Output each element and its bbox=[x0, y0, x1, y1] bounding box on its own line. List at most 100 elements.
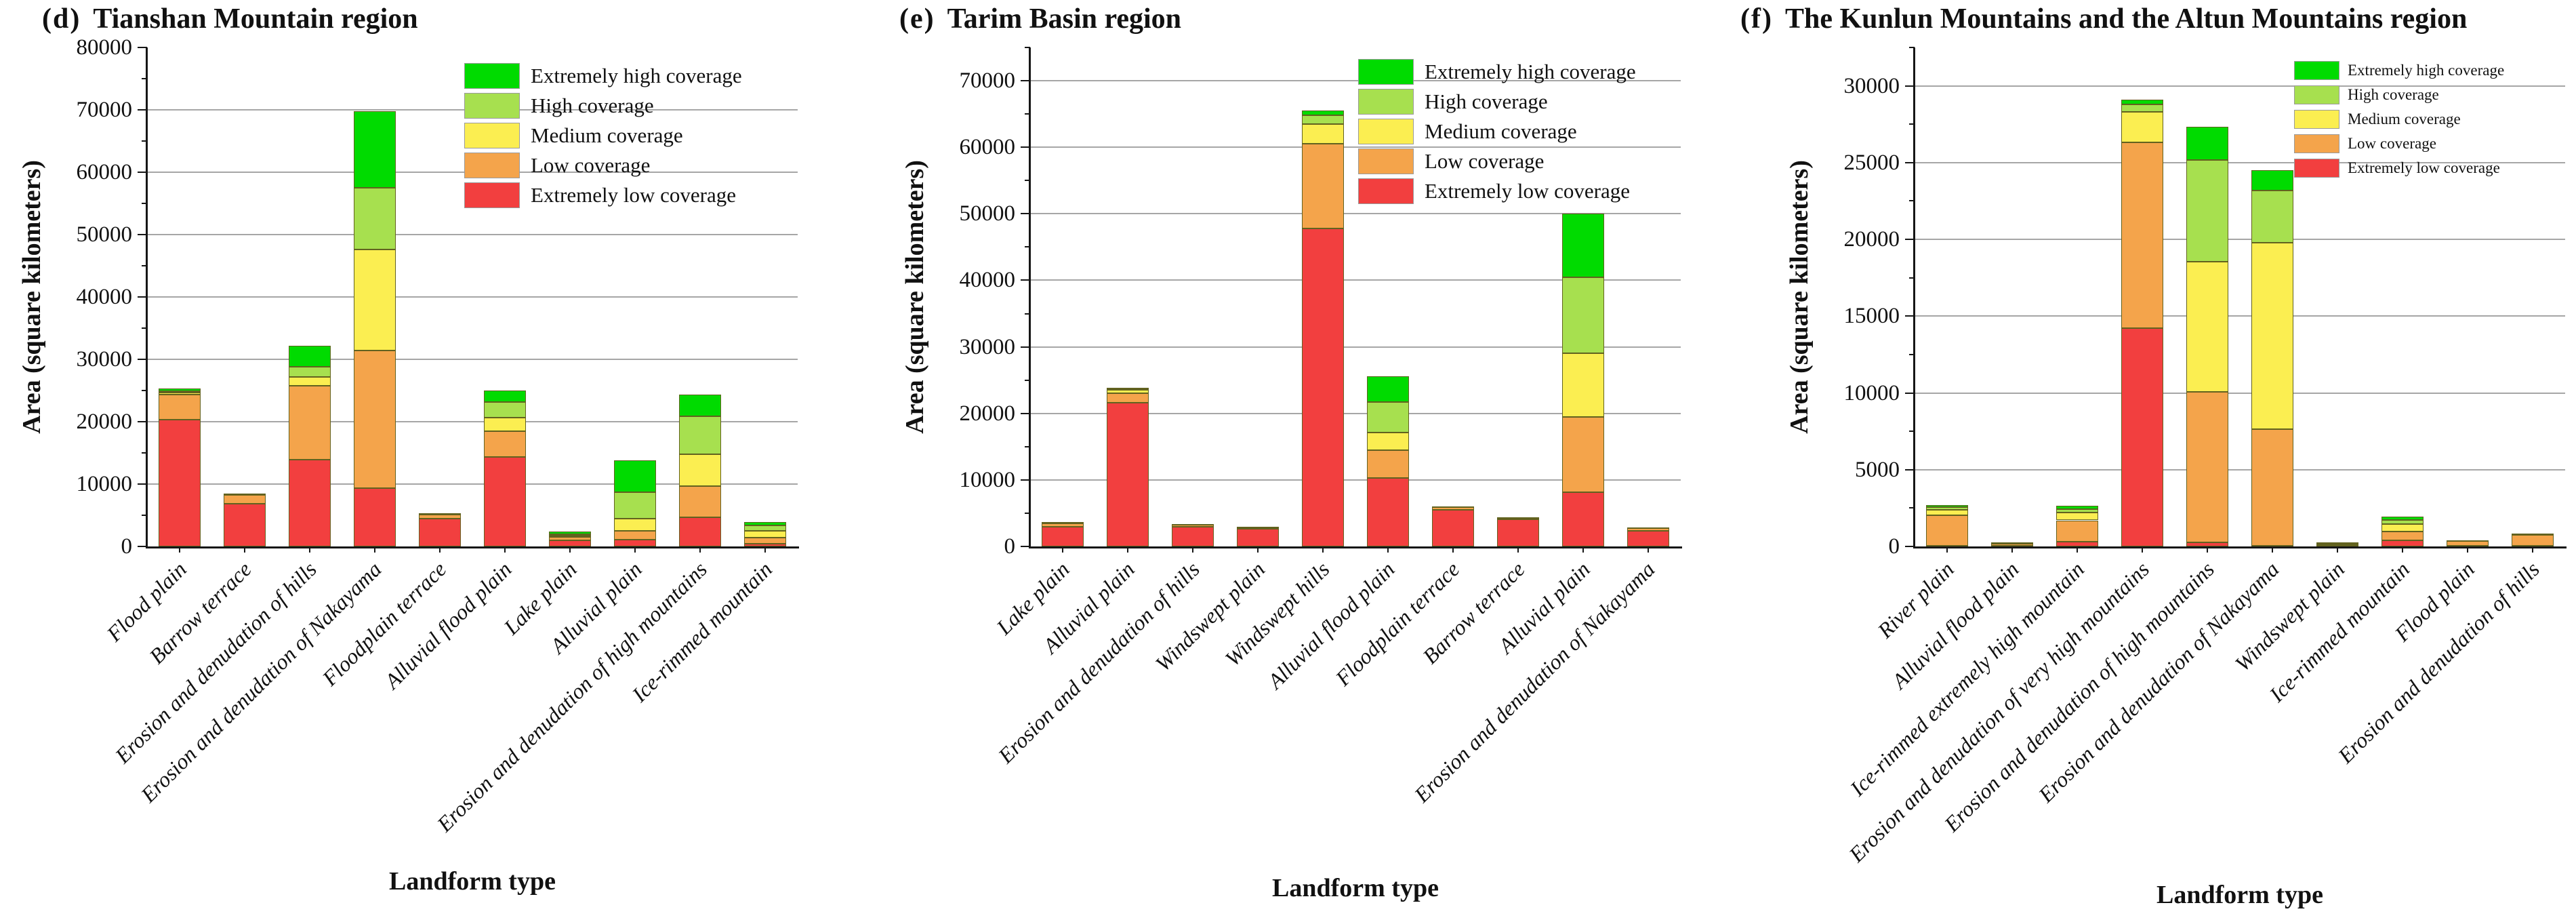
y-tick-label: 60000 bbox=[959, 135, 1016, 160]
bar-segment-extremely_low bbox=[1237, 529, 1279, 546]
x-major-tick bbox=[2272, 546, 2273, 553]
y-major-tick bbox=[1021, 479, 1030, 481]
legend-swatch-medium bbox=[1358, 119, 1414, 144]
bar-segment-high bbox=[354, 188, 396, 250]
chart-title: (f)The Kunlun Mountains and the Altun Mo… bbox=[1740, 3, 2467, 35]
y-tick-label: 40000 bbox=[959, 268, 1016, 293]
legend-label: Medium coverage bbox=[2348, 111, 2461, 127]
bar-segment-extremely_high bbox=[1107, 388, 1149, 390]
bar-segment-low bbox=[744, 538, 786, 544]
bar-segment-medium bbox=[1432, 506, 1474, 508]
bar-segment-high bbox=[744, 525, 786, 531]
x-major-tick bbox=[244, 546, 245, 553]
bar-segment-medium bbox=[2251, 242, 2293, 429]
y-tick-label: 20000 bbox=[959, 401, 1016, 426]
bar-segment-high bbox=[484, 401, 526, 418]
y-major-tick bbox=[138, 47, 147, 48]
x-major-tick bbox=[569, 546, 571, 553]
bar-segment-high bbox=[679, 416, 721, 454]
bar-segment-low bbox=[679, 485, 721, 517]
bar-segment-high bbox=[289, 367, 331, 377]
bar-segment-extremely_high bbox=[354, 111, 396, 188]
gridline bbox=[1030, 346, 1681, 348]
bar-segment-high bbox=[419, 513, 461, 515]
bar-segment-low bbox=[614, 531, 656, 540]
gridline bbox=[147, 421, 798, 422]
bar-segment-high bbox=[2186, 160, 2228, 262]
x-major-tick bbox=[2337, 546, 2338, 553]
chart-title: (d)Tianshan Mountain region bbox=[42, 3, 418, 35]
bar-segment-low bbox=[2512, 534, 2554, 546]
y-tick-label: 25000 bbox=[1843, 150, 1900, 175]
bar-segment-extremely_low bbox=[1432, 510, 1474, 546]
y-tick-label: 5000 bbox=[1855, 457, 1900, 482]
y-tick-label: 30000 bbox=[1843, 73, 1900, 98]
x-major-tick bbox=[2011, 546, 2013, 553]
legend-swatch-extremely_high bbox=[1358, 59, 1414, 85]
y-major-tick bbox=[138, 359, 147, 360]
bar-segment-high bbox=[1562, 277, 1604, 354]
bar-segment-low bbox=[1107, 393, 1149, 403]
gridline bbox=[1030, 80, 1681, 82]
bar-segment-extremely_low bbox=[484, 457, 526, 546]
x-tick-label: Alluvial flood plain bbox=[380, 557, 516, 694]
x-major-tick bbox=[1648, 546, 1649, 553]
x-major-tick bbox=[1582, 546, 1584, 553]
legend-swatch-low bbox=[464, 153, 520, 178]
y-minor-tick bbox=[1025, 47, 1030, 48]
legend-label: Medium coverage bbox=[531, 123, 683, 147]
gridline bbox=[1915, 239, 2565, 241]
bar-segment-extremely_low bbox=[2056, 542, 2098, 546]
x-axis-title: Landform type bbox=[389, 867, 556, 896]
bar-segment-low bbox=[2186, 392, 2228, 543]
bar-segment-low bbox=[1302, 144, 1344, 228]
bar-segment-extremely_high bbox=[484, 391, 526, 402]
x-major-tick bbox=[179, 546, 180, 553]
x-major-tick bbox=[1946, 546, 1948, 553]
y-tick-label: 10000 bbox=[959, 467, 1016, 492]
bar-segment-medium bbox=[1627, 527, 1669, 529]
bar-segment-high bbox=[2251, 190, 2293, 243]
bar-segment-medium bbox=[354, 249, 396, 351]
bar-segment-medium bbox=[2447, 540, 2489, 542]
x-major-tick bbox=[2467, 546, 2468, 553]
bar-segment-low bbox=[2251, 428, 2293, 546]
bar-segment-medium bbox=[1107, 390, 1149, 394]
y-minor-tick bbox=[142, 452, 147, 454]
y-major-tick bbox=[1021, 346, 1030, 348]
legend-swatch-high bbox=[1358, 89, 1414, 115]
legend-swatch-medium bbox=[2294, 110, 2339, 129]
y-minor-tick bbox=[1909, 431, 1915, 433]
chart-panel-d: (d)Tianshan Mountain region Area (square… bbox=[0, 0, 859, 920]
bar-segment-extremely_high bbox=[2381, 516, 2424, 521]
gridline bbox=[1915, 468, 2565, 471]
chart-panel-f: (f)The Kunlun Mountains and the Altun Mo… bbox=[1717, 0, 2576, 920]
bar-segment-medium bbox=[1367, 433, 1409, 450]
x-major-tick bbox=[1322, 546, 1324, 553]
bar-segment-medium bbox=[1302, 123, 1344, 144]
x-major-tick bbox=[1387, 546, 1389, 553]
y-minor-tick bbox=[1909, 123, 1915, 125]
gridline bbox=[1030, 412, 1681, 414]
bar-segment-medium bbox=[549, 536, 591, 538]
bar-segment-extremely_high bbox=[159, 388, 201, 391]
gridline bbox=[147, 296, 798, 298]
y-tick-label: 20000 bbox=[1843, 227, 1900, 252]
y-minor-tick bbox=[142, 78, 147, 79]
legend-swatch-low bbox=[2294, 134, 2339, 153]
bar-segment-medium bbox=[2512, 533, 2554, 535]
y-minor-tick bbox=[142, 265, 147, 266]
legend-label: Extremely high coverage bbox=[2348, 62, 2505, 79]
bar-segment-extremely_low bbox=[419, 518, 461, 546]
chart-title: (e)Tarim Basin region bbox=[899, 3, 1181, 35]
x-axis-title: Landform type bbox=[1272, 874, 1439, 902]
bar-segment-medium bbox=[614, 518, 656, 531]
y-tick-label: 70000 bbox=[76, 98, 133, 122]
legend-swatch-low bbox=[1358, 148, 1414, 174]
bar-segment-high bbox=[159, 391, 201, 393]
legend-swatch-high bbox=[2294, 85, 2339, 104]
y-tick-label: 15000 bbox=[1843, 304, 1900, 329]
bar-segment-extremely_high bbox=[679, 394, 721, 416]
y-minor-tick bbox=[142, 203, 147, 204]
